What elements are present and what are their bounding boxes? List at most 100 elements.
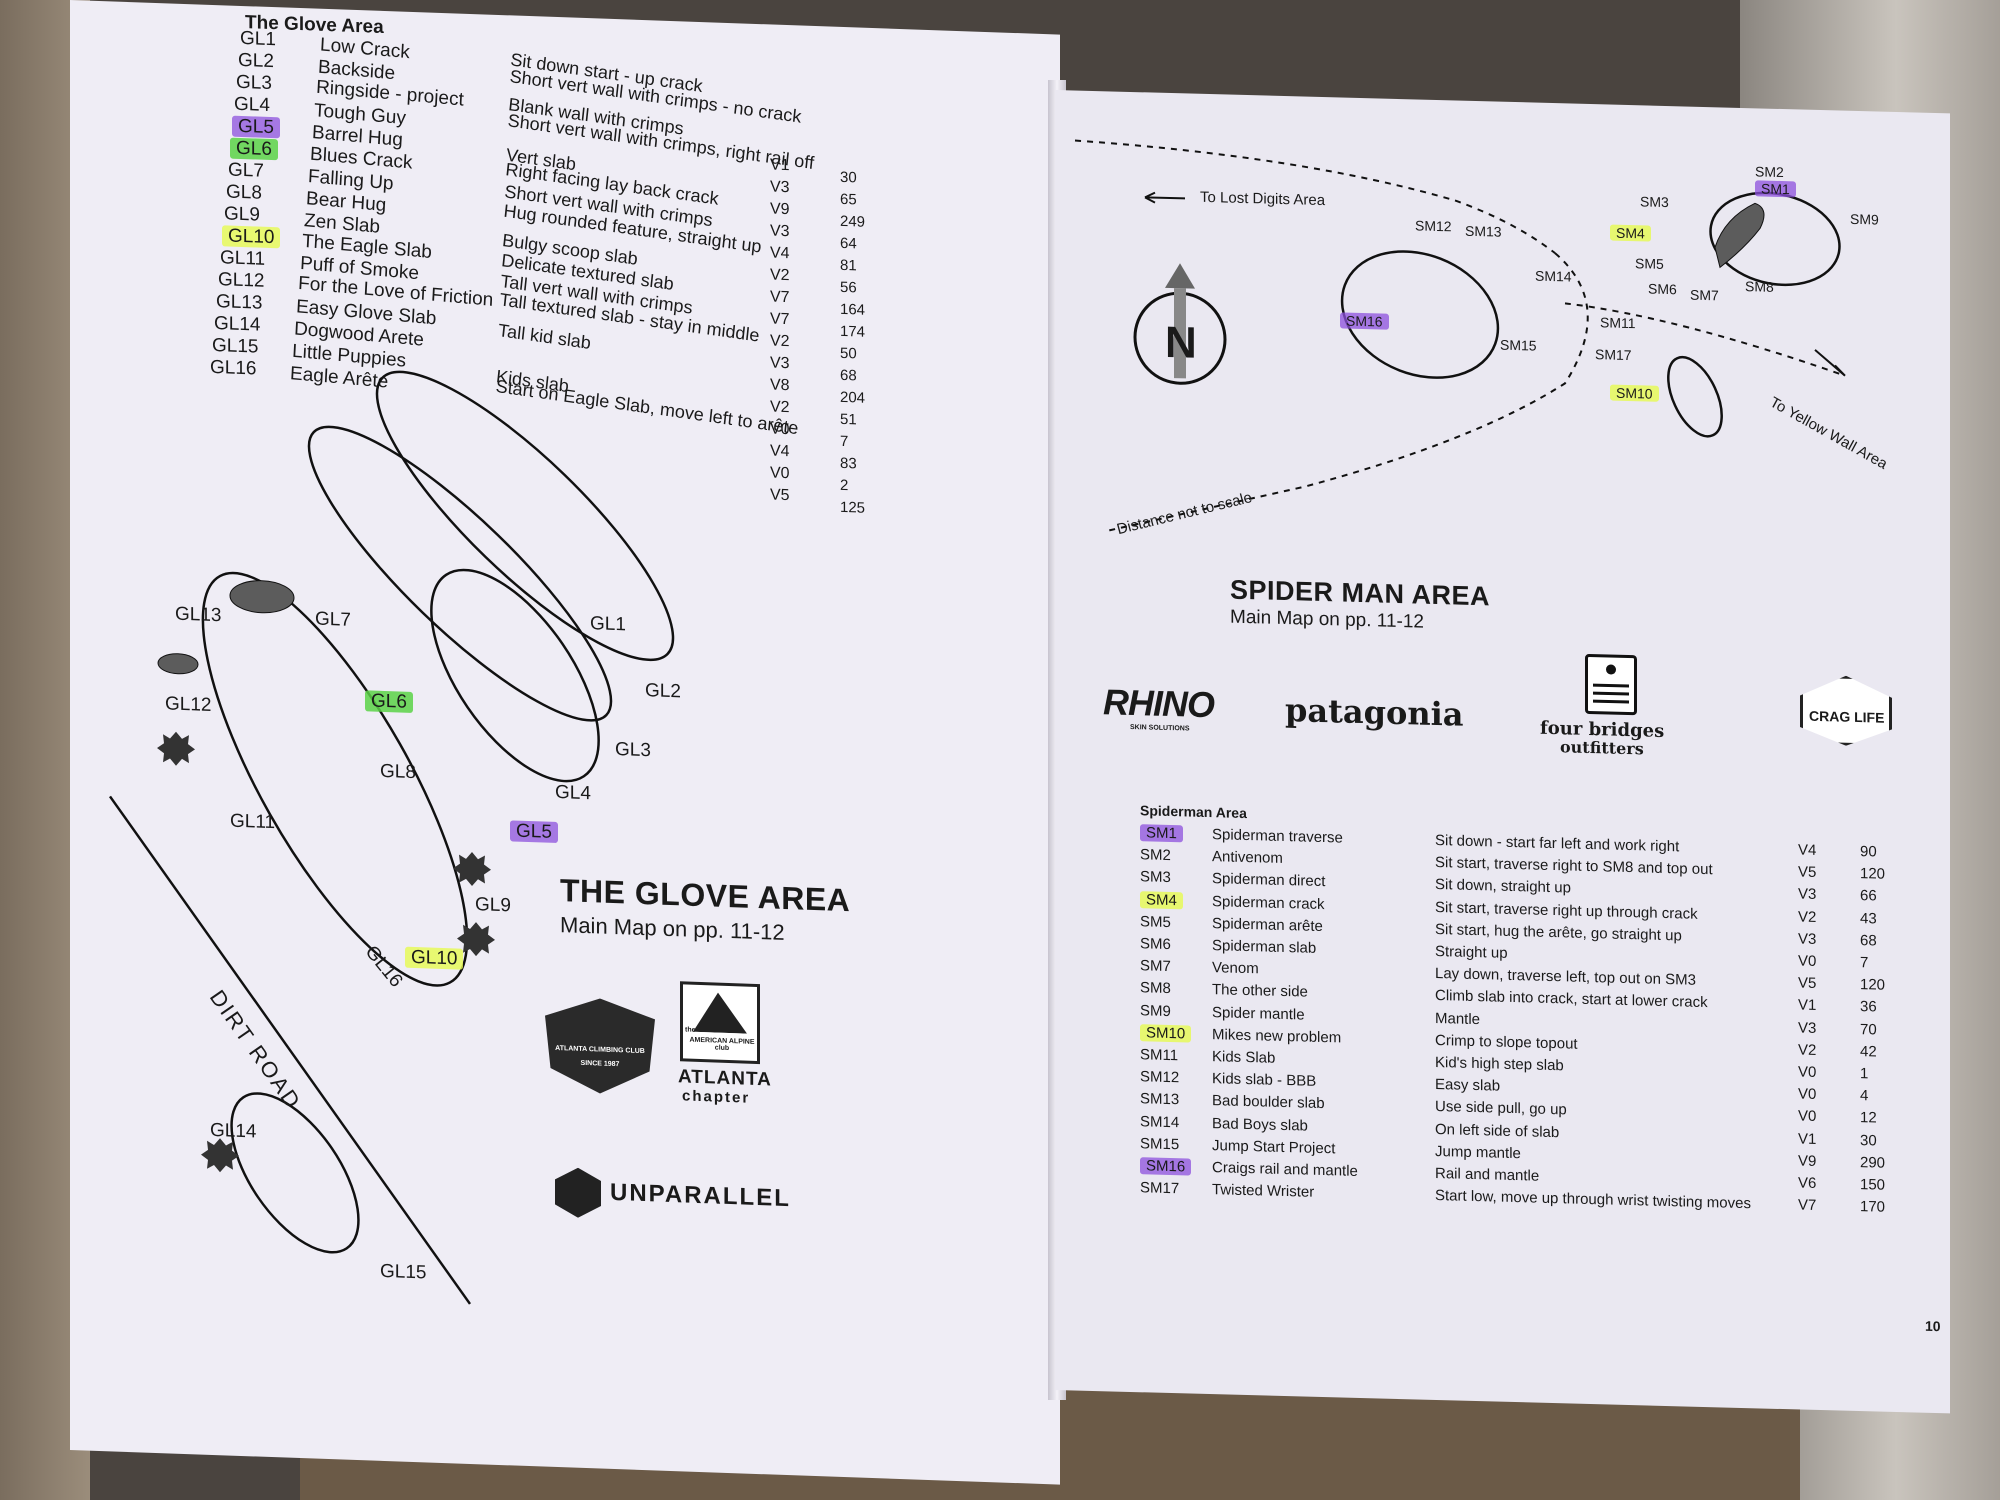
spider-row-name: Bad Boys slab bbox=[1212, 1114, 1308, 1135]
map-label-sm9: SM9 bbox=[1850, 210, 1879, 228]
spider-row-count: 43 bbox=[1860, 909, 1877, 928]
spider-row-desc: Mantle bbox=[1435, 1009, 1481, 1028]
spider-row-grade: V2 bbox=[1798, 908, 1817, 926]
dirt-road-line bbox=[108, 795, 472, 1305]
map-label-sm12: SM12 bbox=[1415, 217, 1452, 235]
spider-row-desc: Straight up bbox=[1435, 942, 1508, 962]
spider-row-grade: V3 bbox=[1798, 885, 1817, 904]
map-label-sm2: SM2 bbox=[1755, 163, 1784, 181]
spider-row-count: 30 bbox=[1860, 1131, 1877, 1150]
spider-row-name: Jump Start Project bbox=[1212, 1136, 1336, 1158]
spider-row-count: 36 bbox=[1860, 998, 1877, 1016]
trail-yellow-wall bbox=[1564, 302, 1846, 377]
tree-icon bbox=[453, 852, 491, 887]
to-lost-digits-label: To Lost Digits Area bbox=[1200, 188, 1326, 210]
map-label-gl10: GL10 bbox=[405, 946, 464, 971]
map-label-gl4: GL4 bbox=[555, 781, 591, 805]
spider-row-grade: V5 bbox=[1798, 974, 1817, 993]
spider-row-name: Twisted Wrister bbox=[1212, 1181, 1315, 1201]
spider-row-grade: V0 bbox=[1798, 952, 1817, 970]
spider-row-name: Spiderman direct bbox=[1212, 870, 1326, 891]
spider-row-code: SM10 bbox=[1140, 1024, 1192, 1043]
spider-row-name: Kids slab - BBB bbox=[1212, 1070, 1317, 1091]
spider-row-grade: V4 bbox=[1798, 841, 1817, 859]
map-label-sm1: SM1 bbox=[1755, 180, 1796, 198]
boulder-gl13 bbox=[229, 580, 295, 614]
spider-row-grade: V1 bbox=[1798, 1130, 1817, 1148]
north-label: N bbox=[1165, 317, 1197, 368]
four-bridges-icon bbox=[1585, 653, 1637, 716]
spider-row-name: Bad boulder slab bbox=[1212, 1092, 1325, 1113]
spider-table-title: Spiderman Area bbox=[1140, 802, 1247, 822]
spider-row-grade: V1 bbox=[1798, 996, 1817, 1015]
spider-row-desc: Easy slab bbox=[1435, 1076, 1501, 1095]
spider-row-code: SM5 bbox=[1140, 913, 1171, 931]
spider-row-name: Mikes new problem bbox=[1212, 1025, 1342, 1047]
north-arrow-shaft bbox=[1174, 288, 1186, 379]
patagonia-logo: patagonia bbox=[1285, 691, 1464, 734]
waves-icon bbox=[1593, 664, 1629, 704]
spider-row-code: SM7 bbox=[1140, 957, 1171, 976]
right-page: N To Lost Digits Area To Yellow Wall Are… bbox=[1055, 90, 1950, 1414]
map-label-sm6: SM6 bbox=[1648, 280, 1677, 298]
map-label-gl9: GL9 bbox=[475, 894, 511, 917]
spider-row-grade: V0 bbox=[1798, 1085, 1817, 1104]
spider-row-code: SM16 bbox=[1140, 1157, 1192, 1176]
spider-row-grade: V2 bbox=[1798, 1041, 1817, 1059]
map-label-sm7: SM7 bbox=[1690, 286, 1719, 304]
north-arrow-icon bbox=[1165, 263, 1195, 289]
spider-row-name: Venom bbox=[1212, 959, 1259, 978]
spider-row-desc: Sit down, straight up bbox=[1435, 876, 1571, 897]
map-label-gl11: GL11 bbox=[230, 810, 276, 834]
spider-row-grade: V0 bbox=[1798, 1063, 1817, 1081]
aac-chapter-line2: chapter bbox=[682, 1087, 751, 1107]
map-label-gl8: GL8 bbox=[380, 760, 416, 784]
arrow-lost-digits bbox=[1144, 191, 1185, 204]
spider-row-code: SM14 bbox=[1140, 1112, 1180, 1131]
spider-row-desc: Rail and mantle bbox=[1435, 1164, 1540, 1185]
map-label-gl14: GL14 bbox=[210, 1119, 257, 1143]
map-label-sm13: SM13 bbox=[1465, 222, 1502, 240]
boulder-gl1-gl2 bbox=[375, 370, 675, 662]
spider-row-code: SM2 bbox=[1140, 846, 1171, 865]
spider-row-count: 68 bbox=[1860, 931, 1877, 950]
spider-row-code: SM17 bbox=[1140, 1179, 1180, 1198]
map-label-sm14: SM14 bbox=[1535, 267, 1572, 285]
glove-map bbox=[108, 370, 675, 1305]
spider-row-grade: V7 bbox=[1798, 1196, 1817, 1215]
rhino-logo: RHINO bbox=[1103, 681, 1214, 726]
boulder-gl14-gl15 bbox=[230, 1092, 360, 1254]
map-label-sm11: SM11 bbox=[1600, 314, 1636, 332]
map-label-sm5: SM5 bbox=[1635, 255, 1664, 272]
spider-row-code: SM4 bbox=[1140, 890, 1183, 909]
spider-man-map bbox=[1074, 139, 1846, 533]
spider-row-desc: Kid's high step slab bbox=[1435, 1053, 1564, 1075]
map-label-gl13: GL13 bbox=[175, 603, 222, 627]
spider-row-name: Spiderman arête bbox=[1212, 914, 1323, 935]
spider-row-code: SM1 bbox=[1140, 824, 1183, 843]
trail-main bbox=[1104, 252, 1589, 533]
american-alpine-club-logo: the AMERICAN ALPINE club bbox=[680, 981, 760, 1065]
tree-icon bbox=[201, 1138, 239, 1173]
spider-row-grade: V6 bbox=[1798, 1174, 1817, 1192]
spider-row-code: SM12 bbox=[1140, 1068, 1180, 1087]
spider-row-desc: Use side pull, go up bbox=[1435, 1098, 1567, 1119]
spider-row-code: SM8 bbox=[1140, 979, 1171, 998]
spider-row-count: 120 bbox=[1860, 865, 1886, 883]
spider-row-desc: Jump mantle bbox=[1435, 1142, 1521, 1162]
spider-row-desc: On left side of slab bbox=[1435, 1120, 1560, 1141]
spider-row-name: Spiderman traverse bbox=[1212, 826, 1343, 847]
tree-icon bbox=[457, 922, 495, 957]
spider-row-name: Kids Slab bbox=[1212, 1048, 1276, 1067]
spider-row-count: 7 bbox=[1860, 954, 1869, 972]
map-label-gl1: GL1 bbox=[590, 613, 626, 636]
arrow-yellow-wall bbox=[1814, 349, 1846, 377]
page-number-right: 10 bbox=[1925, 1317, 1941, 1335]
map-label-gl6: GL6 bbox=[365, 690, 413, 714]
spider-row-name: Spiderman slab bbox=[1212, 937, 1317, 957]
spider-row-desc: Crimp to slope topout bbox=[1435, 1031, 1578, 1053]
spider-row-count: 1 bbox=[1860, 1065, 1869, 1083]
map-label-sm3: SM3 bbox=[1640, 193, 1669, 211]
spider-row-name: Craigs rail and mantle bbox=[1212, 1159, 1358, 1180]
